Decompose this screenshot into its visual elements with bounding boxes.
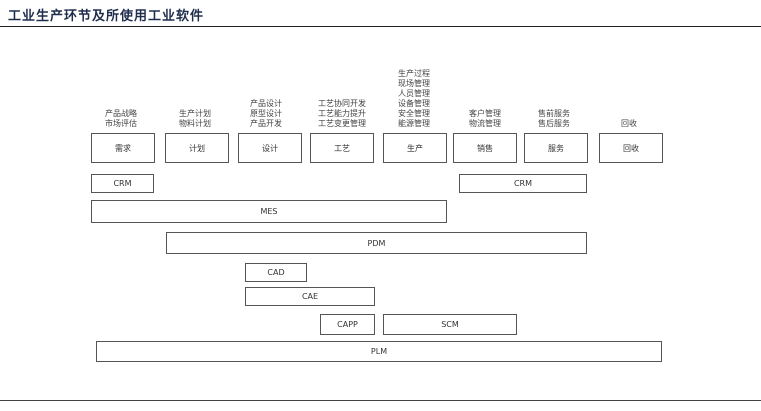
stage-desc-plan: 生产计划 物料计划 — [179, 109, 211, 128]
bottom-divider — [0, 400, 761, 401]
stage-box-recycle: 回收 — [599, 133, 663, 163]
software-plm: PLM — [96, 341, 662, 362]
software-crm-left: CRM — [91, 174, 154, 193]
stage-desc-design: 产品设计 原型设计 产品开发 — [250, 99, 282, 128]
software-pdm: PDM — [166, 232, 587, 254]
software-capp: CAPP — [320, 314, 375, 335]
stage-box-design: 设计 — [238, 133, 302, 163]
stage-box-service: 服务 — [524, 133, 588, 163]
stage-desc-process: 工艺协同开发 工艺能力提升 工艺变更管理 — [318, 99, 366, 128]
stage-box-process: 工艺 — [310, 133, 374, 163]
software-crm-right: CRM — [459, 174, 587, 193]
stage-box-sales: 销售 — [453, 133, 517, 163]
stage-box-demand: 需求 — [91, 133, 155, 163]
stage-desc-sales: 客户管理 物流管理 — [469, 109, 501, 128]
software-mes: MES — [91, 200, 447, 223]
software-cae: CAE — [245, 287, 375, 306]
stage-desc-recycle: 回收 — [621, 119, 637, 128]
stage-desc-service: 售前服务 售后服务 — [538, 109, 570, 128]
stage-box-plan: 计划 — [165, 133, 229, 163]
top-divider — [0, 26, 761, 27]
stage-desc-demand: 产品战略 市场评估 — [105, 109, 137, 128]
stage-desc-production: 生产过程 现场管理 人员管理 设备管理 安全管理 能源管理 — [398, 69, 430, 128]
software-cad: CAD — [245, 263, 307, 282]
page-title: 工业生产环节及所使用工业软件 — [8, 9, 205, 24]
stage-box-production: 生产 — [383, 133, 447, 163]
software-scm: SCM — [383, 314, 517, 335]
